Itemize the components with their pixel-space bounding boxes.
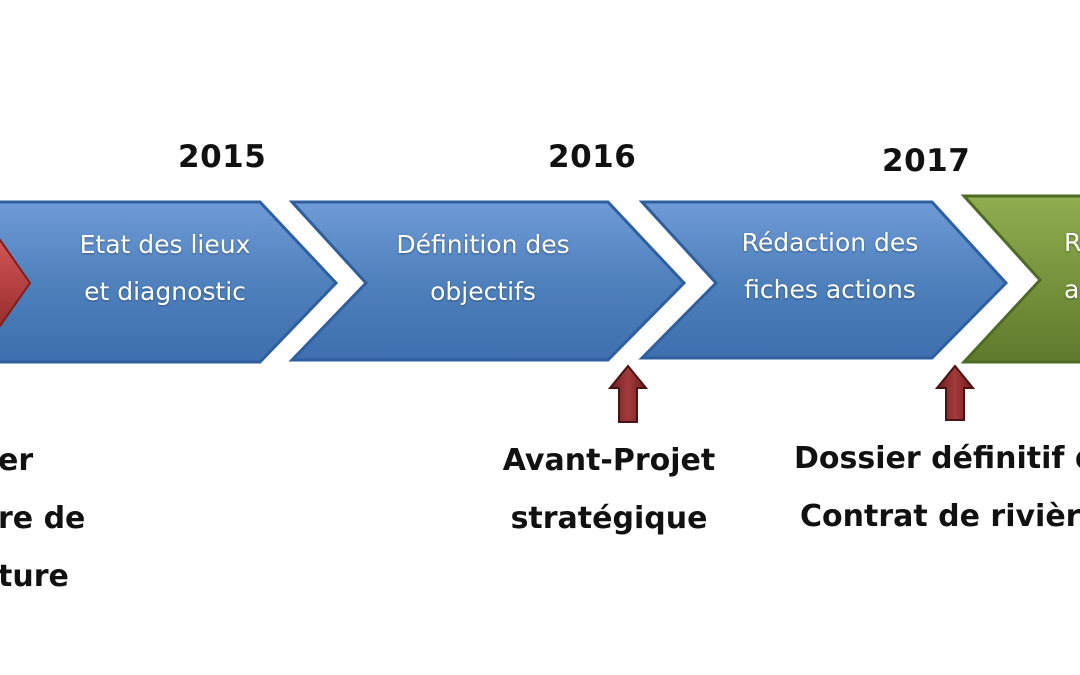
chevron-stage-1 [0,200,339,364]
year-label: 2016 [548,139,637,175]
up-arrow-icon [934,364,976,421]
stage-label: Rédaction des fiches actions [741,228,919,304]
red-marker [0,239,32,327]
stage-label: Etat des lieux et diagnostic [79,230,251,306]
chevron-stage-4 [960,194,1080,364]
year-label: 2015 [178,139,267,175]
milestone-left: er re de ture [0,443,86,594]
chevron-stage-3 [638,200,1009,360]
year-label: 2017 [882,143,971,179]
milestone-dossier: Dossier définitif d Contrat de rivière [794,441,1080,534]
stage-label: Définition des objectifs [396,230,570,306]
chevron-stage-2 [288,200,687,362]
stage-label: R a [1064,228,1080,304]
milestone-avant-projet: Avant-Projet stratégique [502,443,716,536]
up-arrow-icon [607,364,649,423]
